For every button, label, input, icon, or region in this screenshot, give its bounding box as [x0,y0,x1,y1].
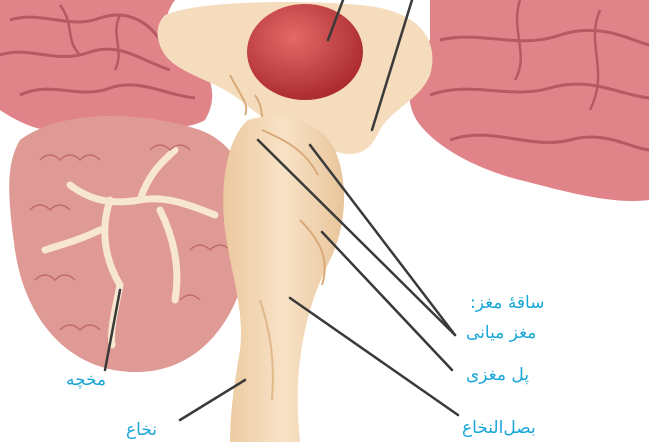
label-brainstem-heading: ساقهٔ مغز: [470,295,544,312]
label-pons: پل مغزی [466,367,529,384]
label-spinal-cord: نخاع [126,422,157,439]
label-midbrain: مغز میانی [466,325,536,342]
cerebellum [9,116,252,372]
leader-pons [322,232,452,370]
label-cerebellum: مخچه [66,372,106,389]
cerebrum-right [409,0,649,201]
thalamus [247,4,363,100]
leader-medulla [290,298,458,415]
label-medulla: بصل‌النخاع [462,420,536,437]
